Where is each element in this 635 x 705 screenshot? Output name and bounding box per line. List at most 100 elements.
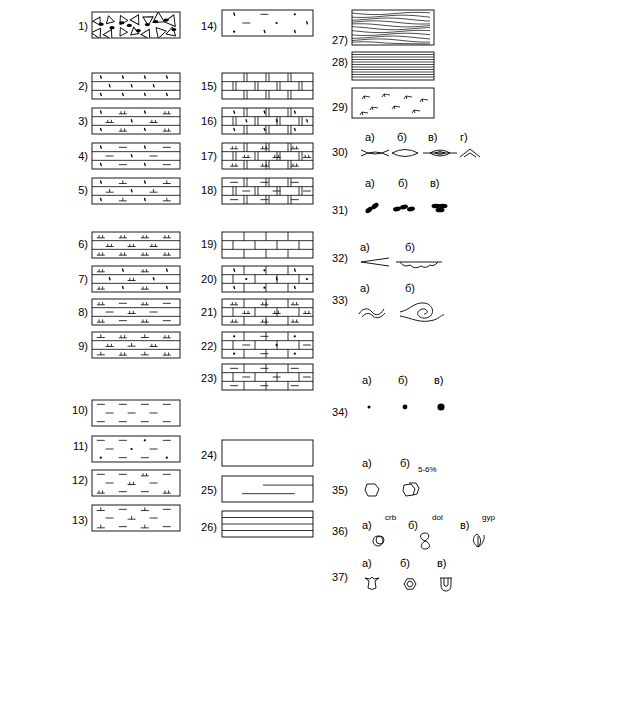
lithology-swatch bbox=[288, 232, 289, 241]
lithology-swatch bbox=[352, 64, 434, 65]
lithology-swatch bbox=[277, 117, 278, 126]
lithology-symbol bbox=[421, 533, 430, 549]
lithology-swatch bbox=[244, 232, 245, 241]
variant-letter: б) bbox=[400, 458, 410, 469]
lithology-swatch bbox=[230, 182, 238, 183]
lithology-swatch bbox=[352, 33, 430, 35]
lithology-symbol bbox=[404, 579, 416, 589]
lithology-swatch bbox=[163, 303, 171, 304]
lithology-swatch bbox=[352, 77, 434, 78]
lithology-swatch bbox=[303, 377, 311, 378]
lithology-swatch bbox=[294, 30, 295, 33]
lithology-swatch bbox=[236, 187, 237, 196]
lithology-swatch bbox=[247, 73, 248, 82]
lithology-swatch bbox=[360, 112, 368, 115]
lithology-swatch bbox=[291, 302, 299, 305]
lithology-swatch bbox=[230, 368, 238, 369]
lithology-swatch bbox=[244, 178, 245, 187]
variant-letter: а) bbox=[360, 283, 370, 294]
lithology-swatch bbox=[92, 283, 180, 284]
lithology-swatch bbox=[106, 413, 114, 414]
lithology-swatch bbox=[291, 125, 292, 134]
lithology-swatch bbox=[294, 13, 296, 15]
lithology-swatch bbox=[128, 343, 136, 346]
lithology-swatch bbox=[103, 27, 116, 38]
lithology-swatch bbox=[291, 385, 299, 386]
lithology-swatch bbox=[92, 178, 180, 204]
lithology-swatch bbox=[222, 299, 313, 325]
variant-letter: г) bbox=[460, 132, 468, 143]
lithology-swatch bbox=[299, 117, 300, 126]
variant-letter: а) bbox=[362, 558, 372, 569]
lithology-swatch bbox=[92, 195, 180, 196]
lithology-swatch bbox=[97, 235, 105, 238]
lithology-swatch bbox=[153, 20, 158, 23]
lithology-swatch bbox=[128, 244, 136, 247]
lithology-symbol bbox=[396, 262, 442, 268]
lithology-swatch bbox=[291, 108, 292, 117]
lithology-swatch bbox=[260, 385, 268, 386]
lithology-swatch bbox=[233, 275, 234, 284]
lithology-swatch bbox=[100, 163, 101, 166]
lithology-swatch bbox=[91, 12, 180, 39]
lithology-swatch bbox=[280, 152, 281, 161]
lithology-swatch bbox=[92, 249, 180, 250]
lithology-swatch bbox=[303, 311, 311, 314]
lithology-swatch bbox=[246, 119, 247, 122]
lithology-swatch bbox=[288, 90, 289, 99]
lithology-swatch bbox=[247, 178, 248, 187]
lithology-swatch bbox=[164, 13, 179, 27]
lithology-swatch bbox=[352, 59, 434, 60]
lithology-swatch bbox=[260, 199, 268, 200]
lithology-swatch bbox=[291, 163, 299, 166]
lithology-swatch bbox=[288, 283, 289, 292]
lithology-swatch bbox=[255, 373, 256, 382]
item-number: 16) bbox=[201, 116, 217, 127]
lithology-swatch bbox=[92, 73, 180, 99]
lithology-swatch bbox=[244, 332, 245, 341]
lithology-swatch bbox=[273, 191, 281, 192]
variant-letter: а) bbox=[362, 520, 372, 531]
lithology-swatch bbox=[288, 195, 289, 204]
lithology-swatch bbox=[269, 108, 270, 117]
lithology-swatch bbox=[242, 23, 250, 24]
lithology-swatch bbox=[255, 275, 256, 284]
lithology-swatch bbox=[163, 180, 171, 183]
variant-letter: в) bbox=[430, 178, 440, 189]
lithology-swatch bbox=[352, 30, 430, 32]
lithology-swatch bbox=[244, 195, 245, 204]
item-number: 37) bbox=[332, 572, 348, 583]
lithology-swatch bbox=[222, 332, 313, 358]
lithology-swatch bbox=[119, 352, 127, 355]
lithology-swatch bbox=[382, 94, 390, 97]
item-number: 17) bbox=[201, 151, 217, 162]
lithology-swatch bbox=[100, 198, 101, 201]
lithology-swatch bbox=[141, 491, 149, 492]
lithology-symbol bbox=[373, 536, 384, 546]
lithology-swatch bbox=[222, 73, 313, 99]
item-number: 31) bbox=[332, 205, 348, 216]
lithology-swatch bbox=[119, 335, 127, 338]
item-number: 18) bbox=[201, 185, 217, 196]
lithology-swatch bbox=[128, 278, 136, 281]
lithology-swatch bbox=[234, 111, 235, 114]
lithology-swatch bbox=[163, 252, 171, 255]
lithology-swatch bbox=[92, 160, 180, 161]
lithology-swatch bbox=[163, 526, 171, 527]
lithology-swatch bbox=[100, 181, 101, 184]
lithology-swatch bbox=[144, 93, 145, 96]
lithology-swatch bbox=[171, 28, 176, 31]
lithology-swatch bbox=[150, 120, 158, 123]
lithology-swatch bbox=[97, 319, 105, 322]
lithology-swatch bbox=[222, 73, 313, 99]
lithology-swatch bbox=[100, 111, 101, 114]
lithology-swatch bbox=[299, 308, 300, 317]
lithology-swatch bbox=[352, 18, 430, 21]
lithology-swatch bbox=[97, 440, 105, 441]
lithology-swatch bbox=[92, 108, 180, 134]
lithology-swatch bbox=[277, 241, 278, 250]
lithology-swatch bbox=[222, 476, 313, 502]
lithology-swatch bbox=[352, 62, 434, 63]
lithology-swatch bbox=[266, 266, 267, 275]
